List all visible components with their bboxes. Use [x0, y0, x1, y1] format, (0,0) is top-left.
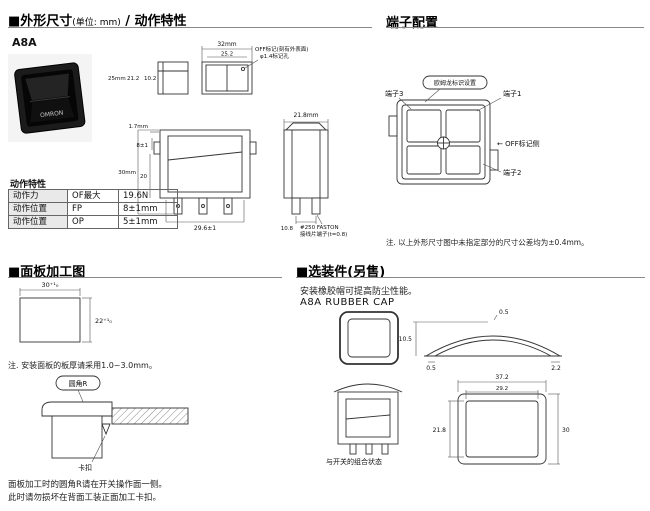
terminal-2-label: 端子2 — [503, 168, 521, 177]
cap-wall-left-dim: 0.5 — [426, 365, 436, 372]
brand-face-label: 欧姆龙标识设置 — [434, 79, 476, 87]
switch-photo-shape: OMRON — [14, 62, 86, 134]
spec-item: 动作位置 — [8, 215, 68, 229]
dim-25-2: 25.2 — [221, 52, 233, 58]
table-row: 动作位置 OP 5±1mm — [8, 215, 178, 229]
mark-hole-note: φ1.4标记孔 — [260, 52, 289, 60]
section-title-outline: ■外形尺寸(单位: mm) / 动作特性 — [8, 10, 187, 29]
dim-10-2: 10.2 — [144, 76, 156, 82]
faston-note-2: 接线片端子(t=0.8) — [300, 230, 347, 238]
side-top-drawing — [157, 61, 189, 95]
cap-wall-right-dim: 2.2 — [551, 365, 561, 372]
cutout-lines — [19, 288, 92, 343]
table-row: 动作力 OF最大 19.6N — [8, 189, 178, 203]
dim-1-7: 1.7mm — [129, 124, 148, 130]
table-row: 动作位置 FP 8±1mm — [8, 202, 178, 216]
cap-height-dim: 10.5 — [399, 336, 413, 343]
corner-radius-label: 圆角R — [69, 379, 88, 388]
section-title-terminals: 端子配置 — [386, 16, 439, 31]
panel-thickness-note: 注. 安装面板的板厚请采用1.0~3.0mm。 — [8, 361, 157, 370]
divider-terminals — [386, 27, 644, 28]
section-title-panel: ■面板加工图 — [8, 265, 86, 280]
terminal-body — [388, 99, 499, 185]
cap-top-view — [448, 380, 560, 465]
spec-value: 5±1mm — [118, 215, 178, 229]
cap-front-view — [339, 311, 399, 365]
divider-outline — [8, 27, 372, 28]
rubber-cap-drawing: 10.5 0.5 0.5 2.2 与开关的组合状态 — [326, 309, 570, 466]
dim-21-2: 21.2 — [127, 76, 139, 82]
snap-fit-label: 卡扣 — [78, 463, 92, 472]
optional-product-name: A8A RUBBER CAP — [300, 297, 395, 308]
dim-8: 8±1 — [136, 143, 148, 149]
outline-title: ■外形尺寸 — [8, 14, 73, 29]
spec-value: 19.6N — [118, 189, 178, 203]
terminal-1-label: 端子1 — [503, 89, 521, 98]
spec-value: 8±1mm — [118, 202, 178, 216]
dim-25: 25mm — [108, 76, 126, 82]
outline-title-suffix: / 动作特性 — [125, 14, 187, 29]
front-view-drawing — [153, 129, 257, 215]
rocker-split-line — [29, 96, 70, 102]
cap-inner-height-dim: 21.8 — [433, 427, 447, 434]
rocker-upper — [25, 73, 69, 101]
spec-item: 动作力 — [8, 189, 68, 203]
panel-note-line2: 此时请勿损坏在背面工装正面加工卡扣。 — [8, 493, 162, 503]
cap-outer-width-dim: 37.2 — [495, 374, 509, 381]
divider-panel — [8, 277, 282, 278]
faston-note-1: #250 FASTON — [300, 225, 339, 231]
cutout-width-dim: 30⁺¹₀ — [42, 281, 59, 289]
terminal-3-label: 端子3 — [385, 89, 403, 98]
off-side-label: ← OFF标记侧 — [497, 139, 540, 148]
spec-table-caption: 动作特性 — [10, 180, 47, 190]
terminal-leader-lines — [398, 75, 502, 173]
side-view-drawing — [283, 119, 329, 225]
panel-cutout-drawing: 30⁺¹₀ 22⁺¹₀ — [19, 281, 112, 343]
spec-table: 动作力 OF最大 19.6N 动作位置 FP 8±1mm 动作位置 OP 5±1… — [8, 189, 178, 229]
tolerance-note: 注. 以上外形尺寸图中未指定部分的尺寸公差均为±0.4mm。 — [386, 238, 589, 247]
cutout-height-dim: 22⁺¹₀ — [95, 317, 112, 325]
rocker-lower — [30, 97, 75, 123]
spec-item: 动作位置 — [8, 202, 68, 216]
optional-description: 安装橡胶帽可提高防尘性能。 — [300, 287, 418, 297]
switch-with-cap-view — [333, 383, 403, 455]
section-title-optional: ■选装件(另售) — [296, 265, 386, 280]
off-note-leader — [244, 59, 259, 69]
combined-state-label: 与开关的组合状态 — [326, 457, 382, 466]
cap-top-thickness: 0.5 — [499, 309, 509, 316]
dim-32: 32mm — [217, 41, 236, 48]
off-mark-note: OFF标记(刻有外表面) — [255, 45, 308, 53]
panel-note-line1: 面板加工时的圆角R请在开关操作面一侧。 — [8, 480, 167, 490]
cap-profile-view — [413, 314, 562, 363]
terminal-drawing: 欧姆龙标识设置 端子3 端子1 端子2 ← OFF标记侧 — [385, 75, 540, 185]
dim-30: 30mm — [118, 170, 136, 176]
spec-symbol: OP — [67, 215, 119, 229]
dim-20: 20 — [140, 174, 147, 180]
cap-inner-width-dim: 29.2 — [496, 386, 508, 392]
cap-outer-height-dim: 30 — [562, 427, 570, 434]
photo-brand-text: OMRON — [40, 109, 64, 119]
outline-title-unit: (单位: mm) — [72, 18, 121, 28]
dim-29-6: 29.6±1 — [194, 225, 216, 232]
spec-symbol: OF最大 — [67, 189, 119, 203]
outline-drawing: 32mm 25.2 25mm 21.2 10.2 OFF标记(刻有外表面) φ1… — [108, 41, 347, 238]
dim-10-8: 10.8 — [281, 226, 294, 232]
divider-optional — [296, 277, 645, 278]
corner-detail-drawing: 圆角R 卡扣 — [41, 375, 189, 472]
dim-21-8: 21.8mm — [293, 112, 318, 119]
corner-section-lines — [41, 375, 189, 463]
product-photo: OMRON — [8, 54, 92, 142]
model-label: A8A — [12, 36, 37, 49]
top-view-drawing — [201, 46, 253, 95]
spec-symbol: FP — [67, 202, 119, 216]
